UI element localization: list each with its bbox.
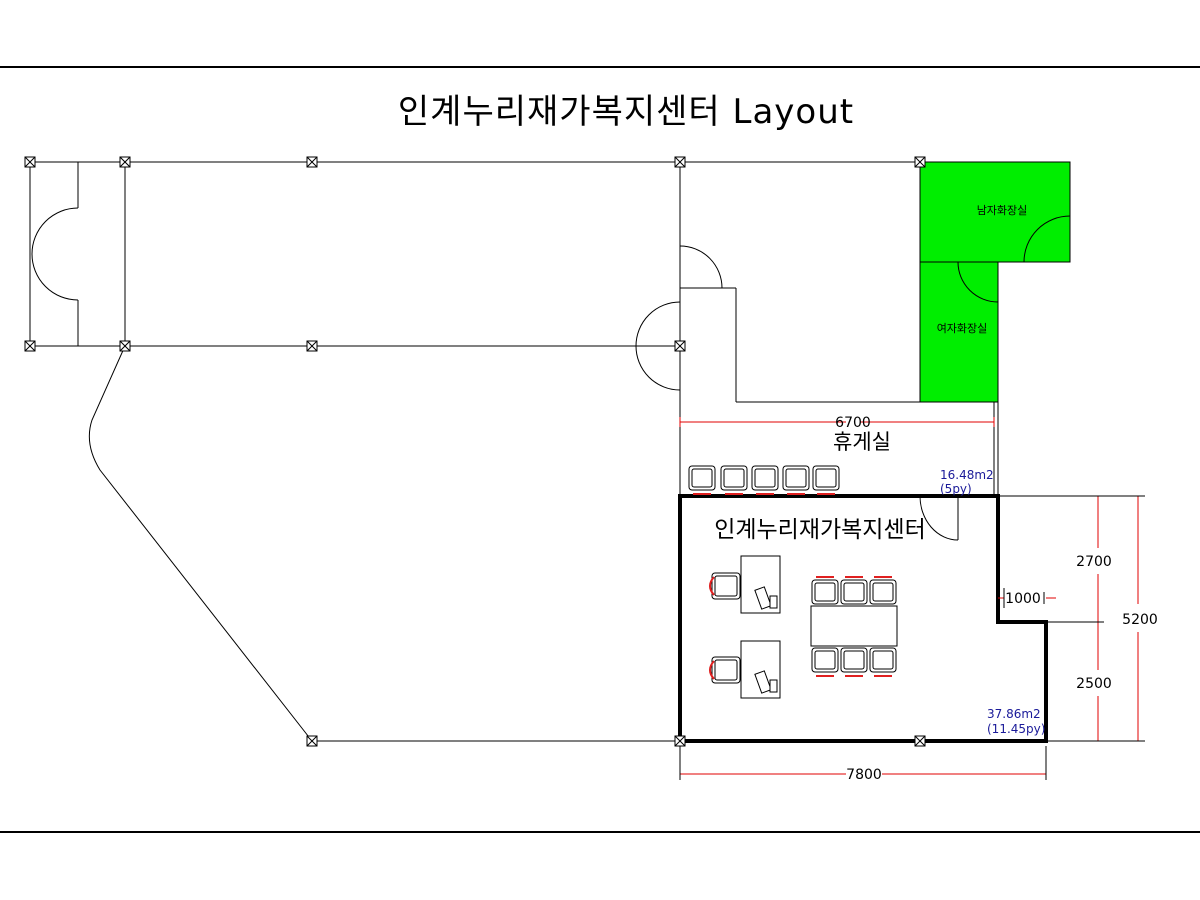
chair [709, 572, 741, 600]
column-marker [914, 156, 926, 168]
column-marker [306, 735, 318, 747]
womens-restroom-label: 여자화장실 [937, 322, 988, 335]
office-area-m2: 37.86m2 [987, 707, 1041, 721]
monitor-upper [754, 586, 778, 610]
column-marker [674, 156, 686, 168]
lounge-area-py: (5py) [940, 482, 972, 496]
page-title: 인계누리재가복지센터 Layout [397, 92, 855, 132]
desk-chairs [709, 572, 741, 684]
chair [840, 576, 868, 605]
column-marker [24, 340, 36, 352]
chair [811, 576, 839, 605]
chair [688, 465, 716, 495]
office-label: 인계누리재가복지센터 [714, 517, 926, 543]
chair [709, 656, 741, 684]
column-marker [306, 340, 318, 352]
office-total-height-dimension: 5200 [1122, 612, 1158, 628]
monitor-lower [754, 670, 778, 694]
mens-restroom-label: 남자화장실 [977, 204, 1028, 217]
meeting-table [810, 605, 898, 647]
column-marker [674, 735, 686, 747]
chair [840, 647, 868, 677]
lounge-width-dimension: 6700 [835, 415, 871, 431]
lounge-chairs [688, 465, 840, 495]
chair [751, 465, 779, 495]
chair [811, 647, 839, 677]
column-marker [306, 156, 318, 168]
chair [720, 465, 748, 495]
chair [869, 576, 897, 605]
extension-lines [679, 495, 1145, 780]
office-width-dimension: 7800 [846, 767, 882, 783]
column-marker [674, 340, 686, 352]
chair [869, 647, 897, 677]
office-desks [740, 555, 781, 699]
office-upper-dimension: 2700 [1076, 554, 1112, 570]
plan-lines [29, 161, 1071, 742]
office-lower-dimension: 2500 [1076, 676, 1112, 692]
column-marker [914, 735, 926, 747]
meeting-chairs [811, 576, 897, 677]
office-notch-dimension: 1000 [1005, 591, 1041, 607]
office-area-py: (11.45py) [987, 722, 1045, 736]
chair [812, 465, 840, 495]
chair [782, 465, 810, 495]
lounge-label: 휴게실 [833, 430, 891, 454]
column-marker [24, 156, 36, 168]
lounge-area-m2: 16.48m2 [940, 468, 994, 482]
column-marker [119, 340, 131, 352]
top-frame-line [0, 66, 1200, 68]
bottom-frame-line [0, 831, 1200, 833]
column-markers [24, 156, 926, 747]
mens-restroom-area [919, 161, 1071, 263]
column-marker [119, 156, 131, 168]
